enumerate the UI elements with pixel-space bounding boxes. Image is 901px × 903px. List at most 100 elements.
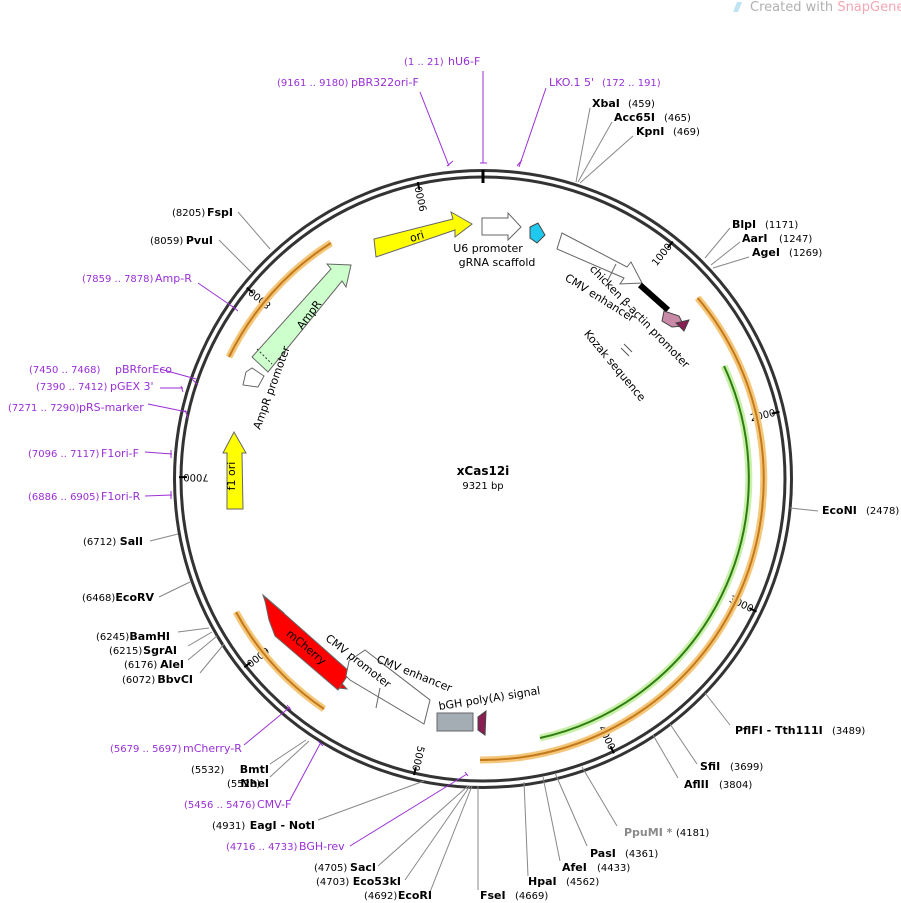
feature-label-grna: gRNA scaffold — [459, 256, 536, 269]
primer-leaders — [144, 71, 547, 847]
feature-label-ori: ori — [408, 228, 425, 245]
enzyme-aflii[interactable]: AflII — [684, 778, 709, 791]
feature-label-bgh: bGH poly(A) signal — [438, 684, 541, 713]
enzyme-sgrai[interactable]: SgrAI — [143, 644, 177, 657]
primer-lko-1-5[interactable]: LKO.1 5' — [549, 76, 594, 89]
bgh-polya-feature[interactable] — [436, 712, 474, 732]
tick-line-6000 — [243, 661, 252, 669]
primer-f1ori-f[interactable]: F1ori-F — [101, 447, 139, 460]
tick-line-8000 — [246, 286, 254, 294]
primer-f1ori-r[interactable]: F1ori-R — [101, 490, 141, 503]
primer-pbrforeco[interactable]: pBRforEco — [115, 363, 172, 376]
tick-line-2000 — [771, 410, 780, 415]
enzyme-sali[interactable]: SalI — [120, 535, 143, 548]
enzyme-pos-acc65i: (465) — [664, 113, 691, 124]
cmv-enhancer-divider — [606, 263, 617, 283]
primer-pbr322ori-f[interactable]: pBR322ori-F — [351, 76, 419, 89]
primer-hu6-f[interactable]: hU6-F — [448, 55, 480, 68]
primer-range-cmv-f: (5456 .. 5476) — [184, 800, 256, 811]
tick-line-1000 — [666, 240, 674, 249]
grna-scaffold-feature[interactable] — [529, 222, 546, 244]
enzyme-pasi[interactable]: PasI — [590, 847, 616, 860]
enzyme-pos-eagi-noti: (4931) — [212, 821, 245, 832]
feature-label-kozak: Kozak sequence — [581, 328, 648, 405]
primer-range-amp-r: (7859 .. 7878) — [82, 274, 154, 285]
enzyme-xbai[interactable]: XbaI — [592, 97, 620, 110]
enzyme-pos-pvui: (8059) — [150, 236, 183, 247]
primer-range-bgh-rev: (4716 .. 4733) — [226, 842, 298, 853]
ampr-promoter-feature[interactable] — [242, 367, 265, 388]
mcherry-orf-line — [235, 611, 325, 710]
enzyme-bmti[interactable]: BmtI — [240, 763, 269, 776]
enzyme-pos-bbvci: (6072) — [122, 675, 155, 686]
cmv-promoter-feature[interactable] — [345, 649, 431, 725]
tick-line-5000 — [413, 767, 417, 776]
primer-range-f1ori-r: (6886 .. 6905) — [28, 492, 100, 503]
enzyme-nhei[interactable]: NheI — [240, 777, 269, 790]
snapgene-credit: Created with SnapGene® — [733, 0, 901, 15]
primer-prs-marker[interactable]: pRS-marker — [79, 401, 144, 414]
enzyme-sfii[interactable]: SfiI — [700, 760, 720, 773]
enzyme-pos-pflfi-tth111i: (3489) — [832, 726, 865, 737]
enzyme-pos-xbai: (459) — [628, 99, 655, 110]
enzyme-pos-fspi: (8205) — [172, 208, 205, 219]
primer-range-pbr322ori-f: (9161 .. 9180) — [277, 78, 349, 89]
enzyme-pvui[interactable]: PvuI — [186, 234, 213, 247]
primer-bgh-rev[interactable]: BGH-rev — [299, 840, 345, 853]
enzyme-saci[interactable]: SacI — [350, 861, 376, 874]
enzyme-pos-sgrai: (6215) — [109, 646, 142, 657]
enzyme-pos-ecorv: (6468) — [82, 593, 115, 604]
kozak-marker — [675, 319, 690, 332]
f1-ori-feature[interactable] — [222, 430, 247, 510]
tick-line-9000 — [416, 181, 421, 191]
u6-promoter-feature[interactable] — [481, 211, 522, 242]
enzyme-pos-nhei: (5528) — [227, 779, 260, 790]
enzyme-afei[interactable]: AfeI — [562, 861, 587, 874]
kozak-tick-b — [620, 347, 630, 357]
primer-mcherry-r[interactable]: mCherry-R — [183, 742, 242, 755]
enzyme-bamhi[interactable]: BamHI — [129, 630, 170, 643]
enzyme-fsei[interactable]: FseI — [480, 889, 506, 902]
enzyme-blpi[interactable]: BlpI — [732, 218, 756, 231]
enzyme-acc65i[interactable]: Acc65I — [614, 111, 655, 124]
primer-range-f1ori-f: (7096 .. 7117) — [28, 449, 100, 460]
ori-feature[interactable] — [373, 210, 473, 258]
enzyme-pos-bamhi: (6245) — [96, 632, 129, 643]
enzyme-pos-ecori: (4692) — [364, 891, 397, 902]
tick-label-1000: 1000 — [650, 242, 674, 269]
primer-range-pgex-3: (7390 .. 7412) — [36, 382, 108, 393]
primer-pgex-3[interactable]: pGEX 3' — [110, 380, 154, 393]
enzyme-ecorv[interactable]: EcoRV — [115, 591, 154, 604]
enzyme-fspi[interactable]: FspI — [207, 206, 233, 219]
enzyme-pos-agei: (1269) — [789, 248, 822, 259]
enzyme-pos-afei: (4433) — [597, 863, 630, 874]
enzyme-pos-saci: (4705) — [314, 863, 347, 874]
enzyme-leaders — [149, 107, 819, 893]
plasmid-length: 9321 bp — [462, 481, 503, 492]
ampr-dotted-segment — [256, 348, 273, 365]
enzyme-ecori[interactable]: EcoRI — [398, 889, 432, 902]
enzyme-eagi-noti[interactable]: EagI - NotI — [250, 819, 315, 832]
orf-arcs — [225, 240, 768, 764]
tick-label-9000: 9000 — [414, 185, 430, 212]
enzyme-bbvci[interactable]: BbvCI — [157, 673, 193, 686]
plasmid-name: xCas12i — [457, 464, 510, 478]
enzyme-ppumi[interactable]: PpuMI * — [624, 826, 673, 839]
enzyme-alei[interactable]: AleI — [160, 658, 184, 671]
primer-cmv-f[interactable]: CMV-F — [257, 798, 291, 811]
enzyme-agei[interactable]: AgeI — [752, 246, 780, 259]
enzyme-hpai[interactable]: HpaI — [528, 875, 557, 888]
enzyme-aari[interactable]: AarI — [742, 232, 767, 245]
enzyme-pos-aari: (1247) — [779, 234, 812, 245]
kozak-block[interactable] — [638, 282, 670, 313]
ampr-orf-line — [228, 242, 332, 358]
enzyme-kpni[interactable]: KpnI — [636, 125, 664, 138]
ampr-feature[interactable] — [251, 263, 352, 373]
enzyme-pos-fsei: (4669) — [515, 891, 548, 902]
enzyme-eco53ki[interactable]: Eco53kI — [353, 875, 401, 888]
enzyme-pflfi-tth111i[interactable]: PflFI - Tth111I — [735, 724, 823, 737]
primer-range-mcherry-r: (5679 .. 5697) — [110, 744, 182, 755]
enzyme-econi[interactable]: EcoNI — [822, 504, 857, 517]
chicken-beta-actin-promoter-feature[interactable] — [556, 232, 643, 285]
primer-amp-r[interactable]: Amp-R — [155, 272, 192, 285]
